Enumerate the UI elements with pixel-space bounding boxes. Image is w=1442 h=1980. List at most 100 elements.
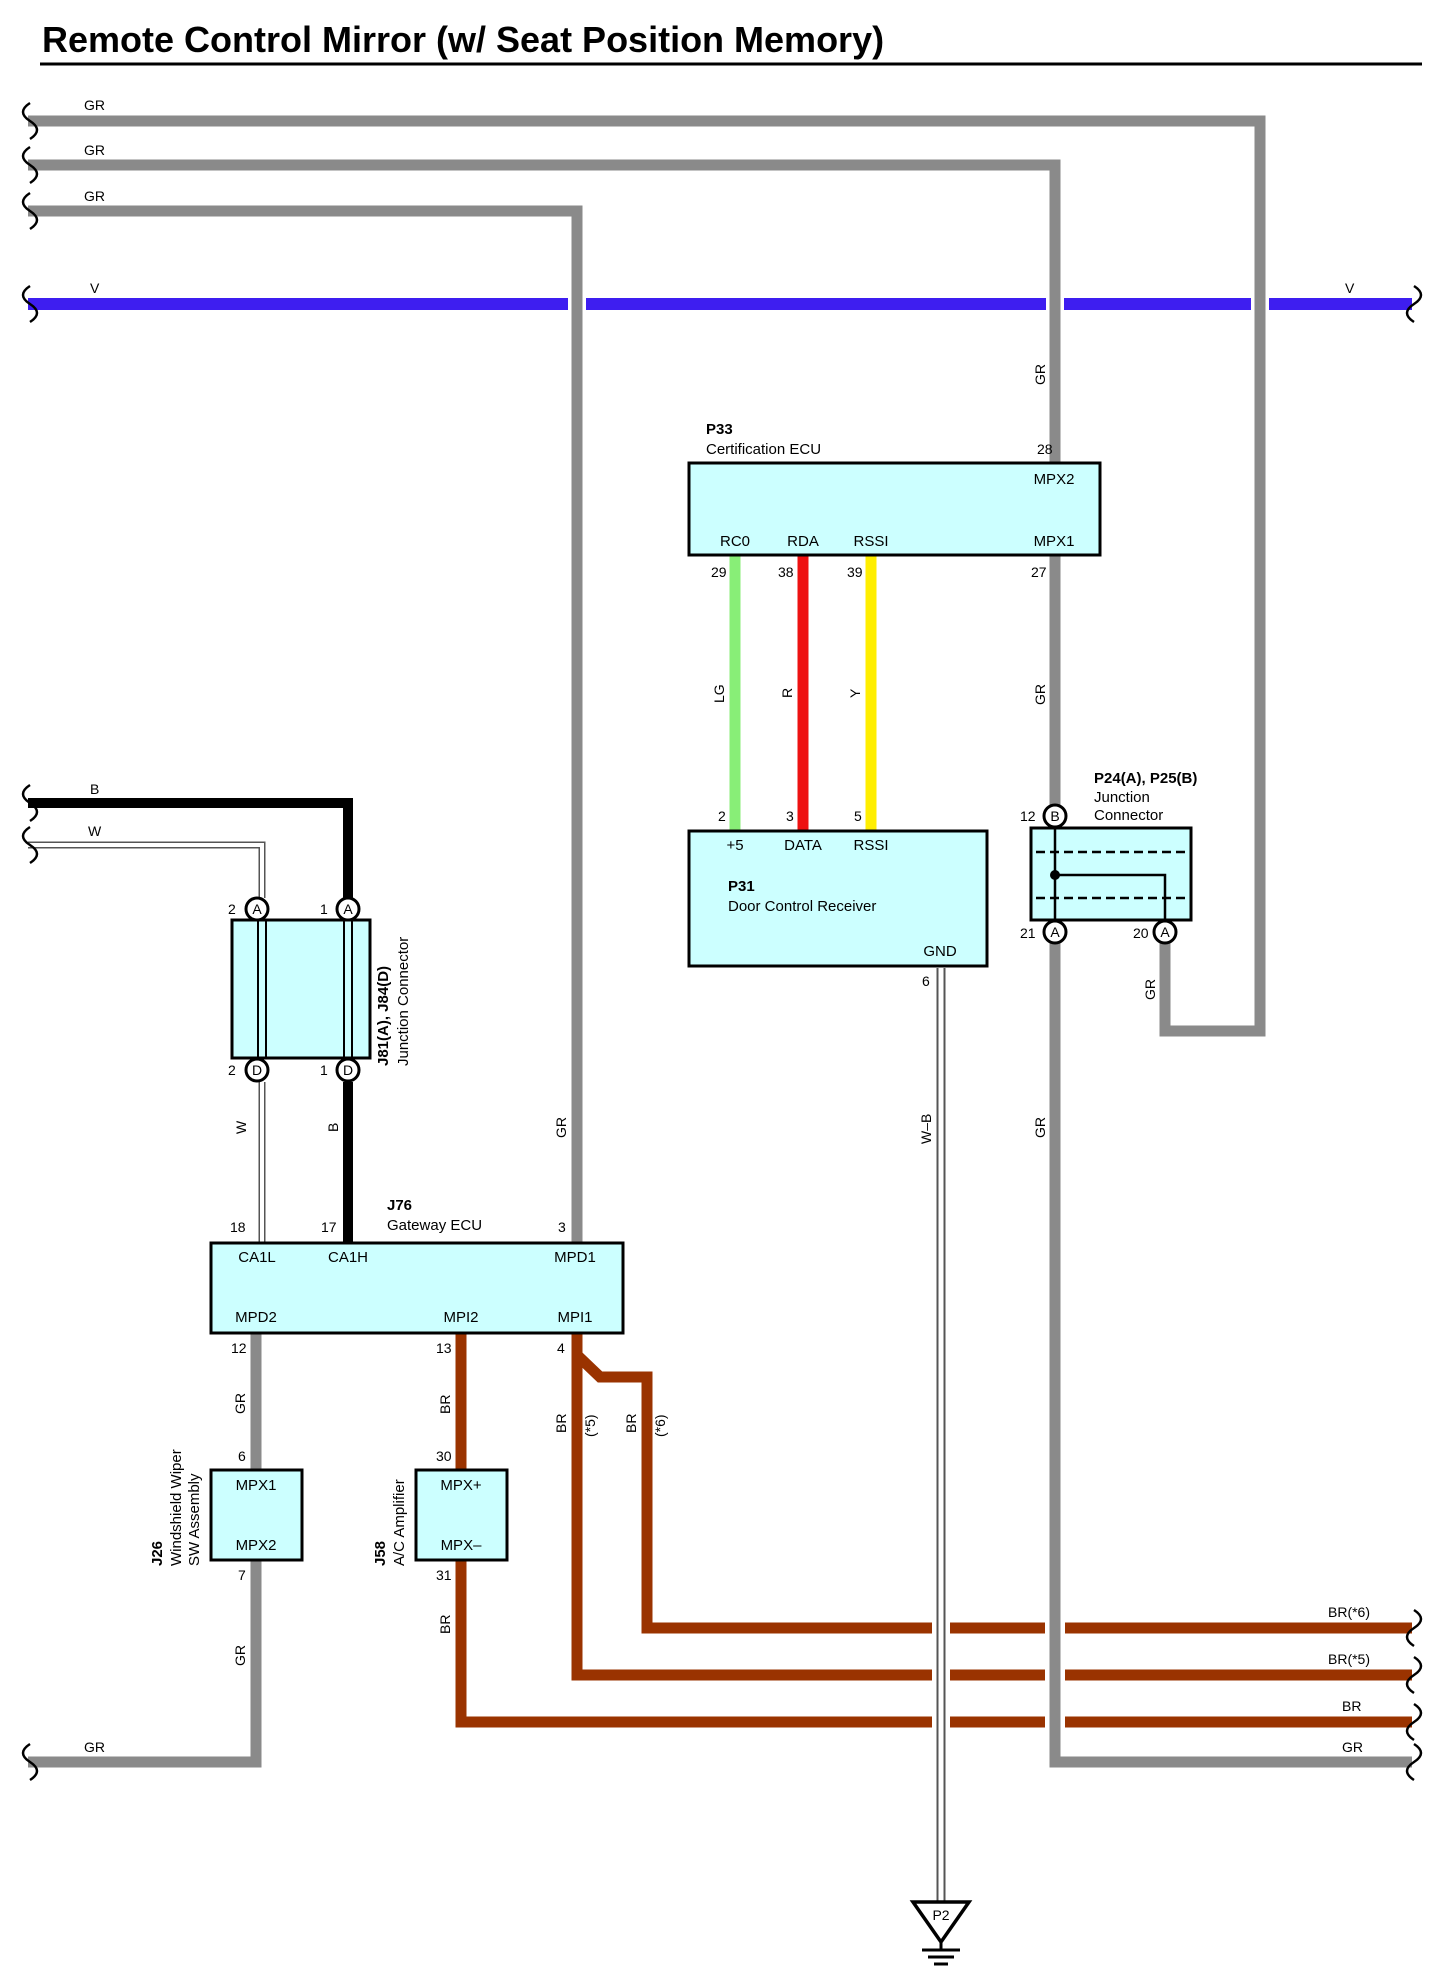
p24-name-1: Junction (1094, 789, 1150, 806)
component-p31: +5 DATA RSSI GND P31 Door Control Receiv… (687, 808, 989, 989)
j81-pin-d2: 2 (228, 1062, 236, 1078)
p24-pin-12: 12 (1020, 808, 1036, 824)
j81-box (230, 918, 372, 1060)
label-br-j58-in: BR (437, 1395, 453, 1414)
break-marks-right (1405, 284, 1423, 1782)
label-gr-p33-out: GR (1032, 684, 1048, 705)
p24-pin-21: 21 (1020, 925, 1036, 941)
page-title: Remote Control Mirror (w/ Seat Position … (42, 19, 884, 60)
p33-box (687, 461, 1102, 557)
j26-name-2: SW Assembly (186, 1473, 203, 1566)
p31-term-rssi: RSSI (853, 837, 888, 854)
j76-pin-4: 4 (557, 1340, 565, 1356)
j76-pin-13: 13 (436, 1340, 452, 1356)
p31-name: Door Control Receiver (728, 898, 876, 915)
p24-name-2: Connector (1094, 807, 1163, 824)
p33-name: Certification ECU (706, 441, 821, 458)
p33-term-rssi: RSSI (853, 533, 888, 550)
p24-pin-b-circle (1042, 803, 1068, 829)
j26-name-1: Windshield Wiper (168, 1449, 185, 1566)
j58-term-mpxm: MPX– (441, 1537, 483, 1554)
wire-gr-j26-out (28, 1561, 262, 1768)
j58-name: A/C Amplifier (391, 1479, 408, 1566)
p31-term-data: DATA (784, 837, 822, 854)
j76-term-mpd2: MPD2 (235, 1309, 277, 1326)
ground-p2: P2 (909, 1900, 973, 1966)
j76-term-ca1h: CA1H (328, 1249, 368, 1266)
component-j76: J76 Gateway ECU CA1L CA1H MPD1 MPD2 MPI2… (209, 1197, 625, 1356)
label-w-vert: W (233, 1120, 249, 1134)
j76-pin-17: 17 (321, 1219, 337, 1235)
p33-pin-39: 39 (847, 564, 863, 580)
p31-term-gnd: GND (923, 943, 957, 960)
label-gr-top3: GR (84, 188, 105, 204)
wire-br5 (571, 1333, 1412, 1681)
p2-id: P2 (932, 1907, 949, 1923)
j26-term-mpx1: MPX1 (236, 1477, 277, 1494)
p24-pin-b-letter: B (1050, 808, 1059, 824)
label-gr-j76: GR (553, 1117, 569, 1138)
p24-pin-20: 20 (1133, 925, 1149, 941)
p33-term-rda: RDA (787, 533, 819, 550)
p31-id: P31 (728, 878, 755, 895)
label-br6: BR (623, 1414, 639, 1433)
j81-pin-a2-letter: A (252, 901, 262, 917)
p24-pin-a21-circle (1042, 919, 1068, 945)
p33-pin-28: 28 (1037, 441, 1053, 457)
label-v-left: V (90, 280, 100, 296)
j81-pin-a1-circle (335, 896, 361, 922)
j81-pin-a2: 2 (228, 901, 236, 917)
label-br-j58-out: BR (437, 1615, 453, 1634)
p24-bus-2 (1055, 873, 1167, 920)
p31-box (687, 829, 989, 968)
p24-pin-a20-circle (1152, 919, 1178, 945)
j26-pin-6: 6 (238, 1448, 246, 1464)
j76-term-mpi1: MPI1 (557, 1309, 592, 1326)
label-w-left: W (88, 823, 102, 839)
label-lg: LG (711, 684, 727, 703)
p24-pin-a20-letter: A (1160, 924, 1170, 940)
label-gr-top1: GR (84, 97, 105, 113)
label-b-vert: B (325, 1123, 341, 1132)
label-br5: BR (553, 1414, 569, 1433)
j58-term-mpxp: MPX+ (440, 1477, 482, 1494)
wire-br-j58-out (455, 1561, 1412, 1728)
j76-term-mpi2: MPI2 (443, 1309, 478, 1326)
j26-pin-7: 7 (238, 1567, 246, 1583)
j81-pin-d2-circle (244, 1057, 270, 1083)
label-gr-j26-in: GR (232, 1393, 248, 1414)
label-gr-j26-out: GR (232, 1645, 248, 1666)
label-gr-top2: GR (84, 142, 105, 158)
p2-ground-triangle-icon (909, 1900, 973, 1946)
label-y: Y (847, 688, 863, 698)
j81-id: J81(A), J84(D) (375, 966, 392, 1066)
p33-id: P33 (706, 421, 733, 438)
wire-gr-top-2 (28, 159, 1412, 1768)
j81-name: Junction Connector (395, 937, 412, 1066)
j26-id: J26 (149, 1541, 166, 1566)
label-right-br6: BR(*6) (1328, 1604, 1370, 1620)
j76-id: J76 (387, 1197, 412, 1214)
j81-pin-a2-circle (244, 896, 270, 922)
j81-pin-d1-letter: D (343, 1062, 353, 1078)
wire-gr-top-3 (28, 205, 583, 1242)
p33-term-mpx2: MPX2 (1034, 471, 1075, 488)
component-j81: A 2 A 1 D 2 D 1 J81(A), J84(D) Junction … (228, 896, 412, 1083)
j81-pin-a1-letter: A (343, 901, 353, 917)
j76-pin-12: 12 (231, 1340, 247, 1356)
label-right-br5: BR(*5) (1328, 1651, 1370, 1667)
p31-pin-2: 2 (718, 808, 726, 824)
component-j58: MPX+ MPX– 30 31 J58 A/C Amplifier (372, 1448, 509, 1583)
label-gr-bottom-left: GR (84, 1739, 105, 1755)
p31-pin-5: 5 (854, 808, 862, 824)
j81-pin-d2-letter: D (252, 1062, 262, 1078)
p24-pin-a21-letter: A (1050, 924, 1060, 940)
p31-pin-6: 6 (922, 973, 930, 989)
j81-pin-d1-circle (335, 1057, 361, 1083)
label-v-right: V (1345, 280, 1355, 296)
break-marks-left (21, 101, 39, 1782)
j58-pin-30: 30 (436, 1448, 452, 1464)
j81-pin-a1: 1 (320, 901, 328, 917)
label-gr-p33-in: GR (1032, 364, 1048, 385)
